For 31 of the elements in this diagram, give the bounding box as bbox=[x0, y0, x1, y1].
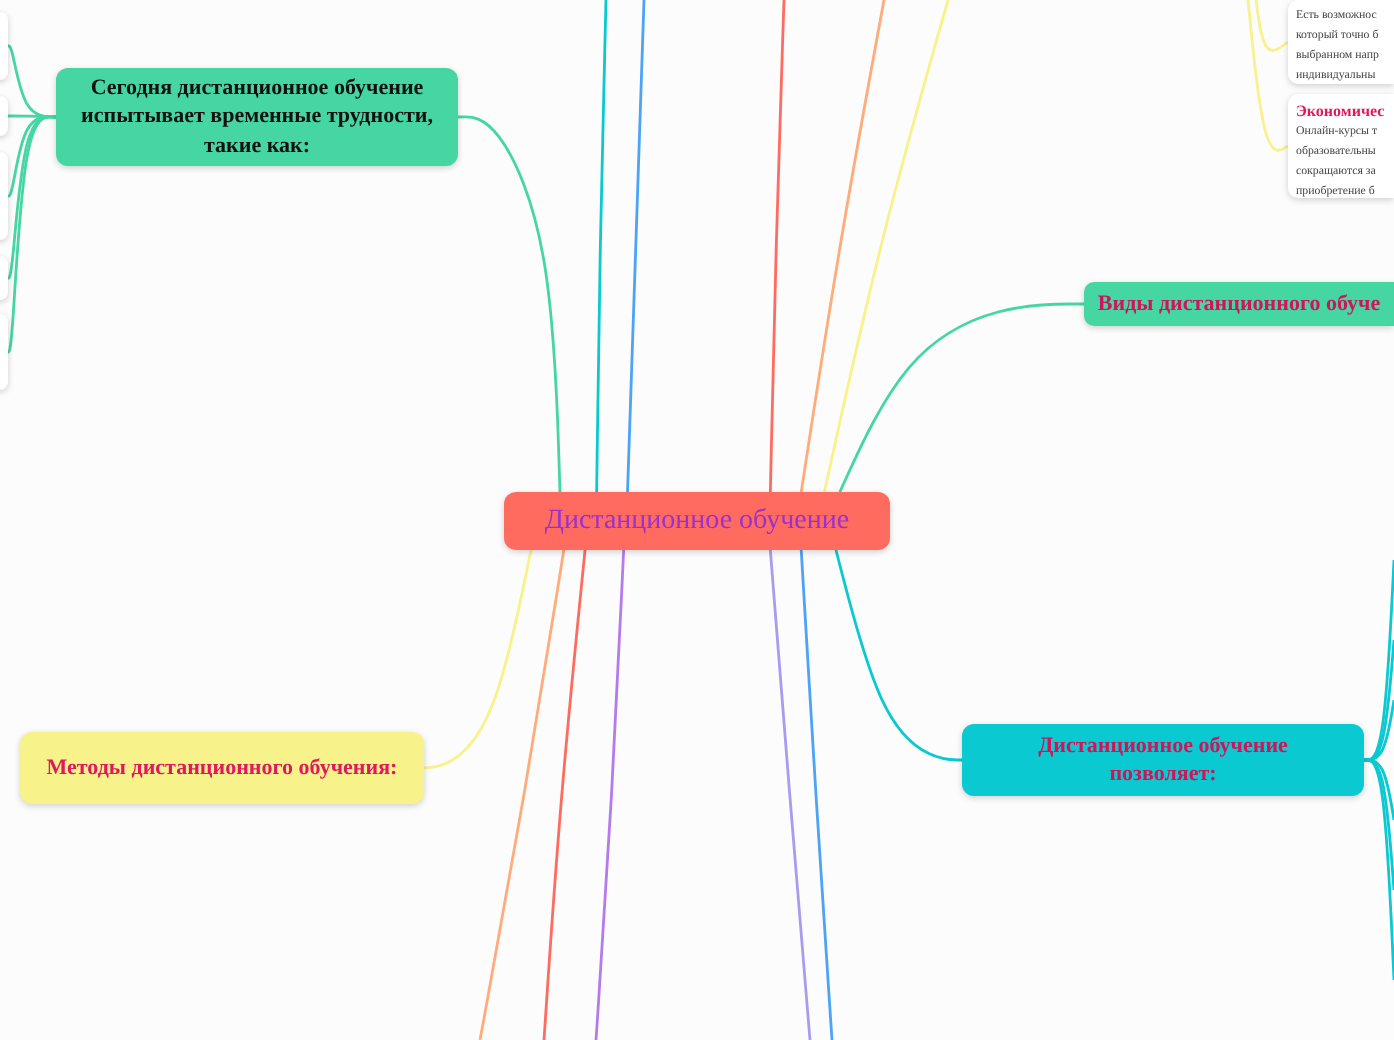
connector-line bbox=[768, 549, 812, 1040]
connector-line bbox=[542, 549, 587, 1040]
connector-line bbox=[1364, 758, 1394, 981]
connector-line bbox=[1254, 0, 1289, 52]
topic-box bbox=[56, 68, 458, 166]
connector-line bbox=[1246, 0, 1289, 152]
note-card bbox=[1288, 94, 1394, 198]
connector-line bbox=[799, 549, 834, 1040]
connector-line bbox=[423, 549, 533, 770]
note-card bbox=[1288, 0, 1394, 84]
connector-line bbox=[768, 0, 786, 493]
topic-label: Методы дистанционного обучения: bbox=[44, 753, 400, 783]
connector-line bbox=[595, 0, 608, 492]
topic-box bbox=[20, 732, 424, 804]
connector-line bbox=[834, 549, 962, 762]
topic-label: Сегодня дистанционное обучение испытывает временные трудности, такие как: bbox=[79, 74, 435, 160]
topic-label: Виды дистанционного обуче bbox=[1095, 289, 1383, 319]
card-title: Экономичес bbox=[1296, 100, 1387, 122]
connector-line bbox=[457, 115, 562, 493]
topic-box bbox=[962, 724, 1364, 796]
connector-line bbox=[478, 549, 566, 1040]
connector-line bbox=[6, 115, 57, 354]
connector-line bbox=[799, 0, 886, 493]
connector-line bbox=[838, 302, 1084, 493]
central-topic-box bbox=[504, 492, 890, 550]
topic-box bbox=[1084, 282, 1394, 326]
connector-line bbox=[626, 0, 646, 493]
topic-label: Дистанционное обучение bbox=[544, 505, 850, 537]
connector-line bbox=[823, 0, 950, 493]
topic-label: Дистанционное обучение позволяет: bbox=[1036, 731, 1290, 789]
connector-line bbox=[594, 549, 626, 1040]
